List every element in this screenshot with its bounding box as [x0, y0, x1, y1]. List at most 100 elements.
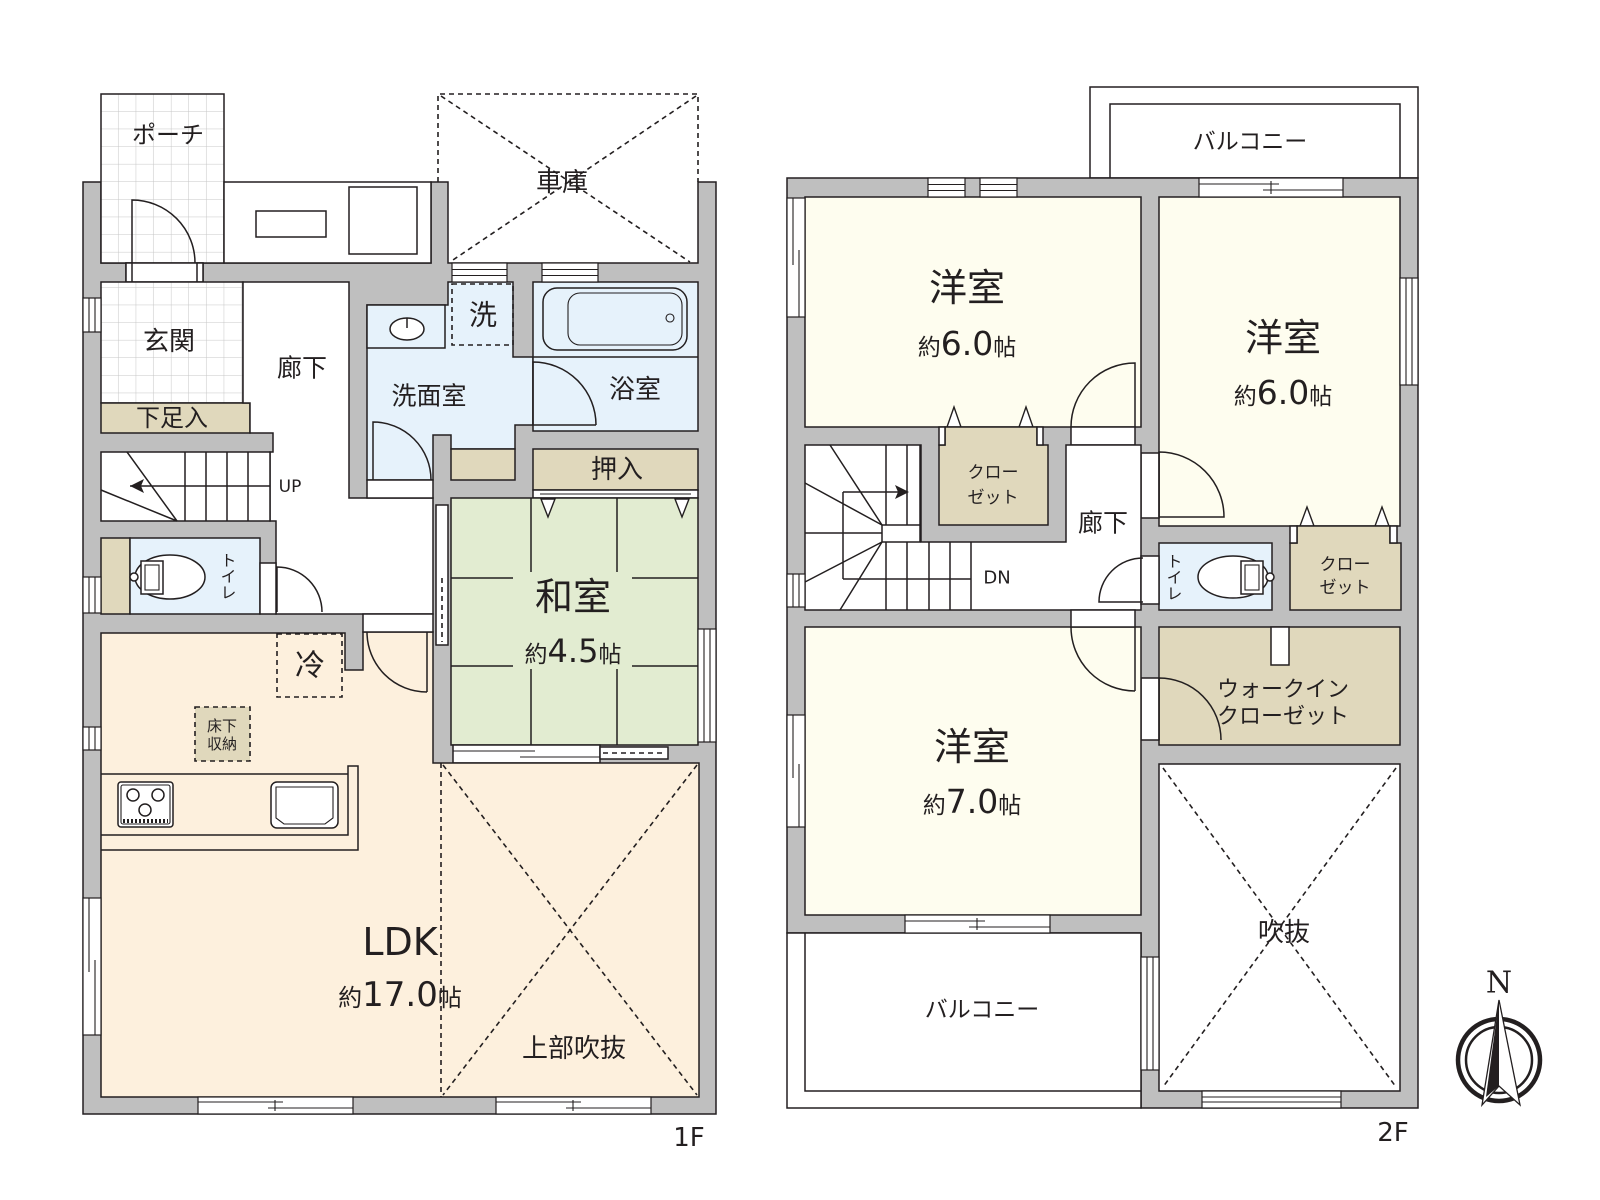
side-yard — [223, 181, 432, 264]
stairs-down-label: DN — [983, 568, 1010, 589]
hallway-2f-floor — [804, 444, 1142, 611]
western-room-nw-name: 洋室 — [929, 266, 1005, 310]
closet-2-label-2: ゼット — [1320, 578, 1371, 598]
window-frame — [927, 177, 966, 198]
window — [1399, 277, 1419, 386]
size-approx: 約 — [1234, 384, 1257, 410]
closet-2-label-1: クロー — [1320, 555, 1371, 575]
size-approx: 約 — [525, 642, 548, 668]
door-jamb — [196, 262, 204, 283]
stair-treads — [804, 444, 972, 611]
open-ceiling-cross — [1162, 767, 1397, 1088]
western-room-ne-size: 約6.0帖 — [1234, 373, 1332, 412]
stair-arrow-icon — [130, 479, 144, 493]
shoe-storage-area — [100, 402, 251, 434]
window-frame — [786, 197, 806, 318]
hallway-2f-label: 廊下 — [1078, 509, 1128, 538]
western-room-s-door-swing — [1070, 626, 1136, 692]
window — [82, 297, 102, 333]
window-frame — [82, 726, 102, 751]
window — [541, 262, 599, 283]
window-glass — [1199, 181, 1343, 194]
shoe-storage-label: 下足入 — [136, 404, 208, 432]
balcony-south: バルコニー — [786, 932, 1142, 1109]
door-jamb — [1289, 525, 1298, 544]
western-room-nw-size: 約6.0帖 — [918, 324, 1016, 363]
stairs-up-label: UP — [279, 477, 302, 497]
size-unit: 帖 — [438, 984, 462, 1012]
window — [1201, 1090, 1342, 1109]
western-room-s-door-opening — [1070, 609, 1136, 628]
porch-label: ポーチ — [132, 121, 204, 149]
oshiire-closet: 押入 — [532, 448, 699, 499]
underfloor-storage — [194, 706, 251, 762]
washer-space — [451, 283, 514, 346]
hallway-2f: 廊下 DN — [804, 444, 1142, 611]
ldk-size: 約17.0帖 — [338, 975, 462, 1015]
stove-icon — [117, 781, 174, 828]
window — [904, 914, 1051, 934]
open-ceiling-above-label: 上部吹抜 — [522, 1034, 626, 1064]
front-door-swing — [131, 199, 196, 264]
toilet-2f: トイレ — [1098, 542, 1275, 611]
balcony-north-railing — [1109, 103, 1401, 178]
toilet-seat-inner — [144, 564, 160, 591]
burner-icon — [138, 803, 152, 817]
closet-door-markers — [539, 498, 691, 519]
window — [927, 177, 966, 198]
underfloor-storage-label-1: 床下 — [207, 717, 237, 735]
window-frame — [1201, 1090, 1342, 1109]
window — [197, 1096, 354, 1115]
balcony-south-railing — [804, 933, 1141, 1092]
burner-icon — [151, 788, 165, 802]
walk-in-closet-pipe-space — [1270, 626, 1290, 666]
size-approx: 約 — [923, 793, 946, 819]
porch: ポーチ — [100, 93, 225, 264]
bathtub-inner — [567, 292, 683, 346]
open-ceiling-area — [1158, 763, 1401, 1092]
closet-1-label-1: クロー — [968, 463, 1019, 483]
toilet-seat-icon — [140, 560, 164, 595]
size-unit: 帖 — [998, 793, 1021, 819]
walk-in-closet-label-1: ウォークイン — [1217, 678, 1349, 703]
north-label: N — [1486, 966, 1512, 1001]
ldk-door-opening — [362, 613, 434, 633]
japanese-room: 和室 約4.5帖 — [435, 497, 699, 764]
garage-cross — [440, 95, 697, 263]
garage: 車庫 — [437, 93, 699, 263]
balcony-south-label: バルコニー — [925, 997, 1040, 1023]
tatami-floor — [450, 497, 699, 746]
size-approx: 約 — [918, 335, 941, 361]
toilet-seat-inner — [1244, 564, 1260, 591]
western-room-ne: 洋室 約6.0帖 — [1140, 196, 1401, 527]
toilet-2f-door-opening — [1140, 555, 1160, 605]
washroom-door-opening — [366, 479, 434, 499]
western-room-s-size: 約7.0帖 — [923, 782, 1021, 821]
walk-in-closet-door-opening — [1140, 677, 1160, 741]
western-room-ne-door-swing — [1158, 451, 1225, 518]
door-jamb — [125, 262, 133, 283]
window — [451, 262, 508, 283]
toilet-door-opening — [259, 562, 277, 615]
western-room-ne-floor — [1158, 196, 1401, 527]
window-frame — [82, 576, 102, 614]
balcony-north: バルコニー — [1089, 86, 1419, 179]
hallway-1f-label: 廊下 — [277, 354, 327, 383]
window-glass — [792, 715, 800, 827]
stairs-2f — [804, 444, 972, 611]
size-value: 17.0 — [362, 975, 438, 1015]
window — [697, 628, 717, 743]
toilet-shelf — [100, 537, 131, 615]
window-glass — [792, 574, 800, 607]
open-ceiling-2f: 吹抜 — [1158, 763, 1401, 1092]
toilet-door-swing — [276, 566, 323, 613]
porch-floor — [100, 93, 225, 264]
western-room-ne-name: 洋室 — [1245, 316, 1321, 360]
window-glass — [88, 727, 96, 750]
kitchen-sink-icon — [270, 781, 339, 829]
size-unit: 帖 — [598, 642, 621, 668]
window-glass — [452, 268, 507, 277]
window — [82, 576, 102, 614]
japanese-room-bottom-sliding-door — [452, 744, 601, 764]
